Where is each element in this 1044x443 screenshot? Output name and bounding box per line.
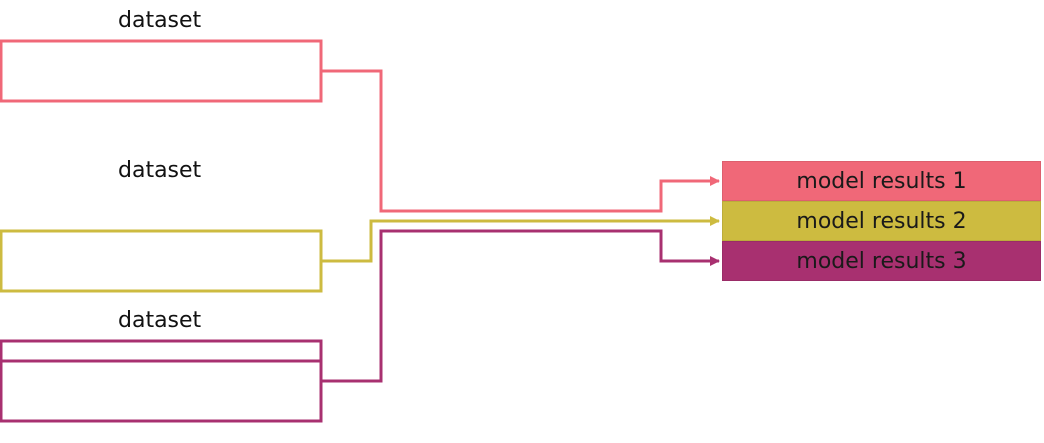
dataset-box-3b [0,359,323,423]
dataset-box-2 [0,229,323,293]
connector-2 [321,216,720,263]
dataset-label-3: dataset [118,308,202,333]
dataset-box-3a [0,339,323,363]
model-results-1-label: model results 1 [796,168,967,194]
model-results-2-box: model results 2 [722,201,1041,241]
connector-3 [321,229,720,383]
model-results-3-label: model results 3 [796,248,967,274]
model-results-1-box: model results 1 [722,161,1041,201]
dataset-label-2: dataset [118,158,202,183]
dataset-label-1: dataset [118,8,202,33]
model-results-2-label: model results 2 [796,208,967,234]
connector-1 [321,69,720,213]
model-results-3-box: model results 3 [722,241,1041,281]
dataset-box-1 [0,39,323,103]
